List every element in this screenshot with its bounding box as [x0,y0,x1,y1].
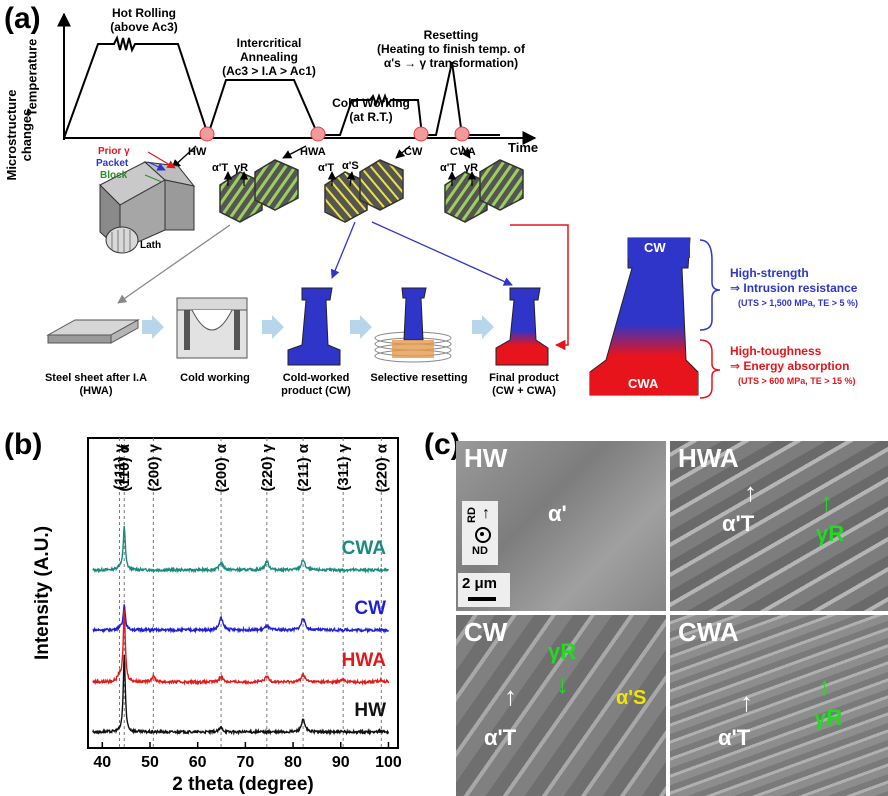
sem-tag-cwa: CWA [678,617,739,647]
x-tick-label: 70 [236,754,254,771]
sem-label-at: α'T [722,511,755,536]
y-axis-title: Intensity (A.U.) [32,526,53,660]
cw-at-label: α'T [318,162,335,174]
series-label-cwa: CWA [342,538,387,559]
xrd-chart: (111) γ(110) α (200) γ (200) α (220) γ (211)… [32,437,402,795]
stage-label-hwa: HWA [300,146,326,158]
peak-label: (220) α [373,443,390,492]
packet-label: Packet [96,158,129,169]
cw-as-label: α'S [342,160,359,172]
series-label-hwa: HWA [342,650,387,671]
cw-microstructure [324,159,404,223]
peak-label: (220) γ [259,443,276,491]
high-strength-desc: High-strength ⇒ Intrusion resistance (UT… [730,266,859,308]
process-label-sheet: Steel sheet after I.A(HWA) [44,372,148,397]
peak-label: (211) α [295,443,312,491]
x-tick-label: 80 [284,754,302,771]
cold-working-label: Cold Working(at R.T.) [332,96,410,124]
stage-label-hw: HW [188,146,207,158]
sem-tag-cw: CW [464,617,508,647]
scale-bar: 2 μm [458,573,510,607]
high-toughness-desc: High-toughness ⇒ Energy absorption (UTS … [730,344,856,386]
peak-label: (110) α [116,443,133,491]
time-axis-label: Time [508,140,539,155]
sem-label-gr: γR [548,639,577,664]
hot-rolling-label: Hot Rolling(above Ac3) [110,6,178,34]
cwa-microstructure [444,159,524,223]
sem-label-gr: γR [814,705,843,730]
panel-a-diagram [46,12,721,399]
microstructure-side-label: Microstructure changes [4,89,34,181]
hwa-gr-label: γR [234,162,249,174]
cwa-gr-label: γR [464,162,479,174]
x-tick-label: 100 [375,754,402,771]
panel-a-tag: (a) [4,2,41,35]
sem-image-hw: HW α' RD ↑ ND 2 μm [456,441,666,611]
out-of-plane-icon [475,527,491,543]
series-line-cw [92,604,390,634]
stage-label-cwa: CWA [450,146,476,158]
sem-image-hwa: HWA α'T γR ↑ ↑ [670,441,888,611]
x-tick-label: 40 [93,754,111,771]
lath-label: Lath [140,240,162,251]
big-part [589,237,721,399]
hw-microstructure [99,151,196,254]
sem-image-cwa: CWA α'T γR ↑ ↑ [670,615,888,796]
big-part-bottom-label: CWA [628,376,659,391]
series-line-cwa [92,525,390,574]
sem-label-as: α'S [616,687,647,709]
peak-label: (200) γ [145,443,162,491]
x-axis-title: 2 theta (degree) [172,774,313,795]
series-line-hw [92,654,390,736]
hwa-microstructure [219,159,299,223]
prior-gamma-label: Prior γ [98,146,130,157]
orientation-box: RD ↑ ND [462,501,498,565]
stage-label-cw: CW [404,146,423,158]
sem-label-gr: γR [816,521,845,546]
series-line-hwa [92,609,390,686]
x-tick-label: 60 [189,754,207,771]
process-label-resetting: Selective resetting [370,372,468,384]
process-row [46,287,549,366]
peak-label: (200) α [213,443,230,492]
sem-label-at: α'T [718,725,751,750]
hwa-at-label: α'T [212,162,229,174]
sem-label-at: α'T [484,725,517,750]
sem-tag-hwa: HWA [678,443,739,473]
series-label-hw: HW [354,700,386,721]
block-label: Block [100,170,128,181]
x-tick-label: 50 [141,754,159,771]
big-part-top-label: CW [644,240,666,255]
series-label-cw: CW [354,598,386,619]
panel-a: (a) [4,2,859,399]
panel-c-tag: (c) [424,428,461,461]
peak-label: (111) γ [111,443,128,490]
cwa-at-label: α'T [440,162,457,174]
plot-frame [87,437,399,749]
sem-label-alpha: α' [548,501,567,526]
peak-label: (311) γ [335,443,352,490]
process-label-final: Final product(CW + CWA) [489,372,559,397]
process-label-cold: Cold working [180,372,250,384]
panel-b-tag: (b) [4,428,43,461]
sem-image-cw: CW α'T γR α'S ↑ ↓ [456,615,666,796]
x-tick-label: 90 [332,754,350,771]
sem-tag-hw: HW [464,443,508,473]
